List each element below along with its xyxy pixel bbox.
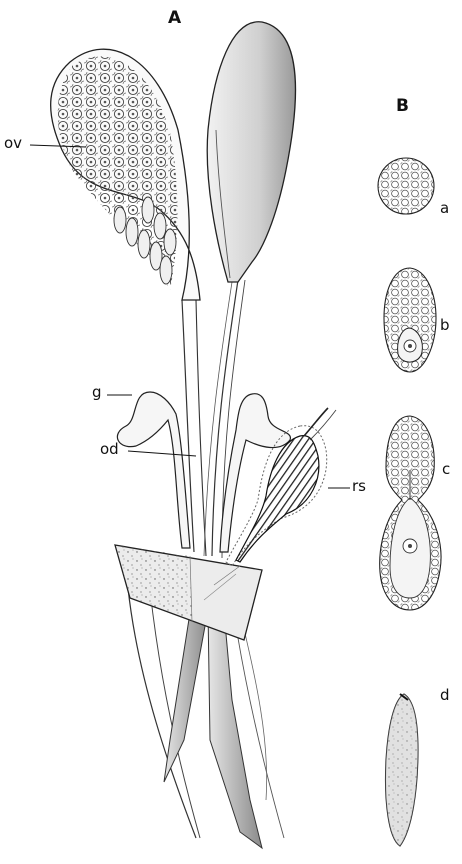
- stage-b-label: b: [440, 318, 450, 333]
- stage-b-mass: [384, 268, 436, 372]
- stage-c-label: c: [442, 462, 450, 477]
- lower-tails: [128, 588, 284, 848]
- label-g: g: [92, 385, 102, 400]
- stage-c-mass: [380, 416, 441, 610]
- label-od: od: [100, 442, 119, 457]
- label-ov: ov: [4, 136, 22, 151]
- stage-d-label: d: [440, 688, 450, 703]
- right-sac: [207, 22, 295, 282]
- panel-a-title: A: [168, 10, 181, 27]
- stage-a-mass: [378, 158, 434, 214]
- label-rs: rs: [352, 479, 366, 494]
- stage-a-label: a: [440, 201, 449, 216]
- stalks: [182, 280, 245, 558]
- ovary: [51, 49, 200, 300]
- panel-b-title: B: [396, 98, 409, 115]
- stage-d-body: [386, 694, 418, 846]
